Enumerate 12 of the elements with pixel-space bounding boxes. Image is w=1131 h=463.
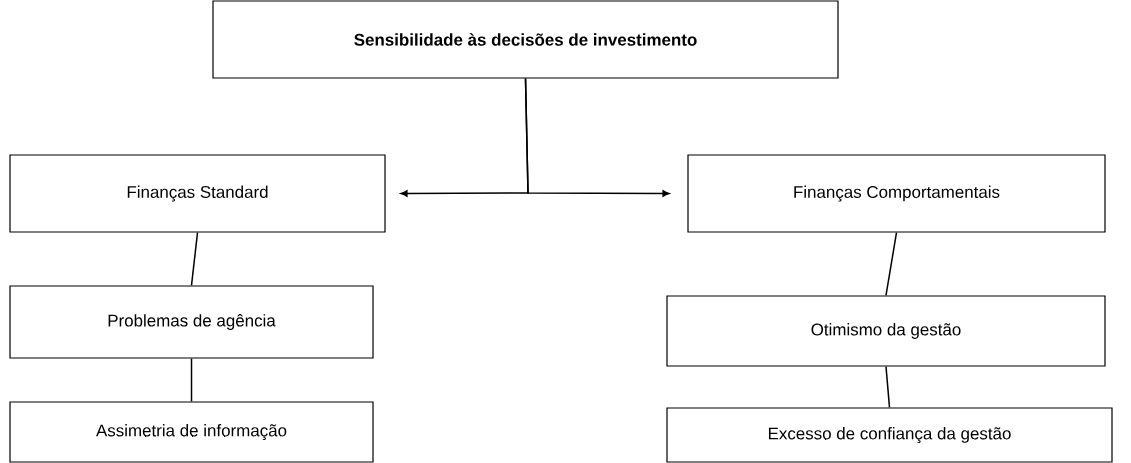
connector-line (524, 77, 670, 197)
connector-line (885, 365, 891, 409)
connector-line (885, 231, 898, 297)
box: Excesso de confiança da gestão (666, 407, 1113, 463)
box: Otimismo da gestão (666, 295, 1106, 367)
connector-line (190, 231, 199, 287)
box: Finanças Comportamentais (687, 154, 1106, 233)
box: Finanças Standard (9, 154, 386, 233)
box: Assimetria de informação (9, 401, 374, 463)
box: Sensibilidade às decisões de investimento (212, 0, 839, 79)
box: Problemas de agência (9, 285, 374, 359)
connector-line (190, 357, 193, 403)
